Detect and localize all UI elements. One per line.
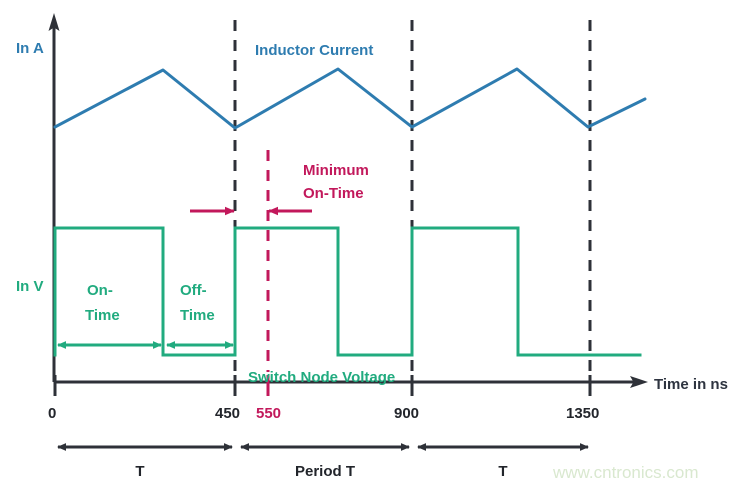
switch-node-voltage-label: Switch Node Voltage — [248, 369, 395, 386]
y-axis-label-amps: In A — [16, 40, 44, 57]
tick-label-900: 900 — [394, 405, 419, 422]
minimum-on-time-label-line2: On-Time — [303, 185, 364, 202]
vertical-marker-lines — [233, 20, 592, 372]
off-time-label-line1: Off- — [180, 282, 207, 299]
tick-label-1350: 1350 — [566, 405, 599, 422]
inductor-current-waveform — [53, 67, 647, 130]
minimum-on-time-label-line1: Minimum — [303, 162, 369, 179]
y-axis-label-volts: In V — [16, 278, 44, 295]
x-axis-ticks — [53, 375, 592, 396]
tick-label-0: 0 — [48, 405, 56, 422]
inductor-current-trace — [53, 67, 647, 130]
switch-node-voltage-trace — [53, 226, 642, 357]
period-label-2: Period T — [295, 463, 355, 480]
period-label-1: T — [135, 463, 144, 480]
switch-node-voltage-waveform — [53, 226, 642, 357]
y-axis-arrowhead — [48, 13, 60, 31]
on-time-label-line1: On- — [87, 282, 113, 299]
tick-label-550: 550 — [256, 405, 281, 422]
on-time-label-line2: Time — [85, 307, 120, 324]
period-label-3: T — [498, 463, 507, 480]
x-axis-title: Time in ns — [654, 376, 728, 393]
inductor-current-label: Inductor Current — [255, 42, 373, 59]
off-time-label-line2: Time — [180, 307, 215, 324]
x-axis-arrowhead — [630, 376, 648, 388]
watermark-text: www.cntronics.com — [552, 463, 698, 482]
tick-label-450: 450 — [215, 405, 240, 422]
